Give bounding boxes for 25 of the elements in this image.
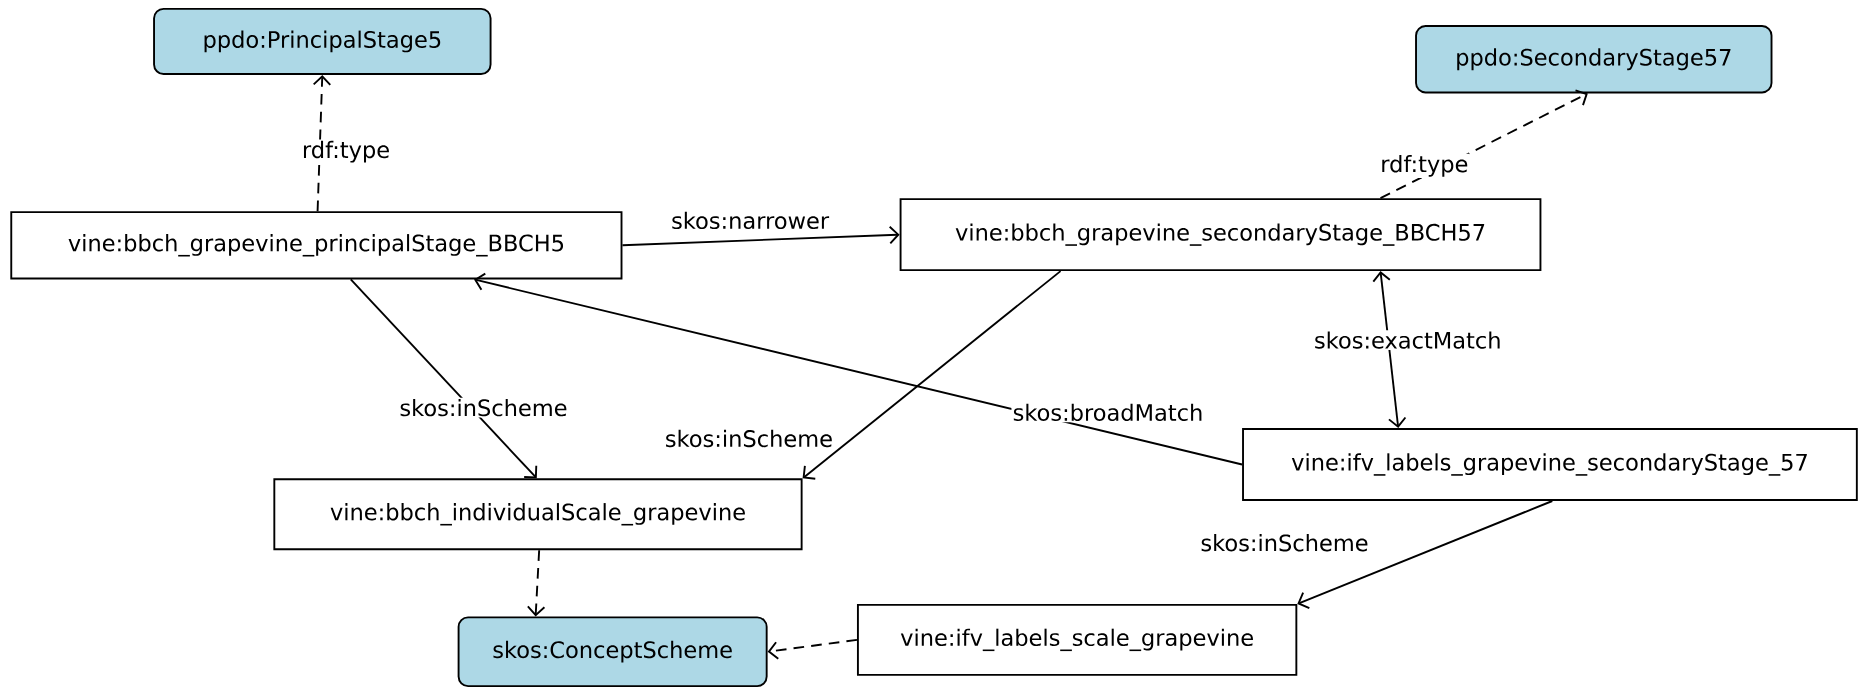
arrow	[767, 638, 858, 660]
class-box: ppdo:PrincipalStage5	[153, 7, 492, 75]
resource-box: vine:ifv_labels_grapevine_secondaryStage_57	[1242, 427, 1858, 501]
edge-label: skos:inScheme	[1199, 532, 1370, 553]
resource-box: vine:bbch_individualScale_grapevine	[273, 478, 803, 550]
arrow	[349, 278, 538, 479]
edge-label: rdf:type	[1379, 153, 1470, 178]
resource-box: vine:bbch_grapevine_principalStage_BBCH5	[10, 210, 623, 280]
arrow	[1372, 270, 1407, 428]
arrow	[526, 549, 546, 617]
edge-label: skos:exactMatch	[1312, 329, 1503, 350]
edge-label: rdf:type	[300, 139, 392, 164]
arrow	[312, 74, 332, 212]
class-box: ppdo:SecondaryStage57	[1415, 24, 1773, 94]
edge-label: skos:inScheme	[663, 428, 835, 449]
resource-box: vine:bbch_grapevine_secondaryStage_BBCH57	[899, 197, 1542, 271]
edge-label: skos:inScheme	[398, 397, 569, 418]
edge-label: skos:narrower	[669, 210, 831, 231]
arrow	[1297, 499, 1554, 609]
arrow	[474, 272, 1244, 466]
resource-box: vine:ifv_labels_scale_grapevine	[856, 603, 1298, 676]
class-box: skos:ConceptScheme	[457, 616, 768, 687]
edge-label: skos:broadMatch	[1011, 402, 1205, 423]
arrow	[802, 269, 1062, 480]
arrow	[621, 225, 900, 246]
